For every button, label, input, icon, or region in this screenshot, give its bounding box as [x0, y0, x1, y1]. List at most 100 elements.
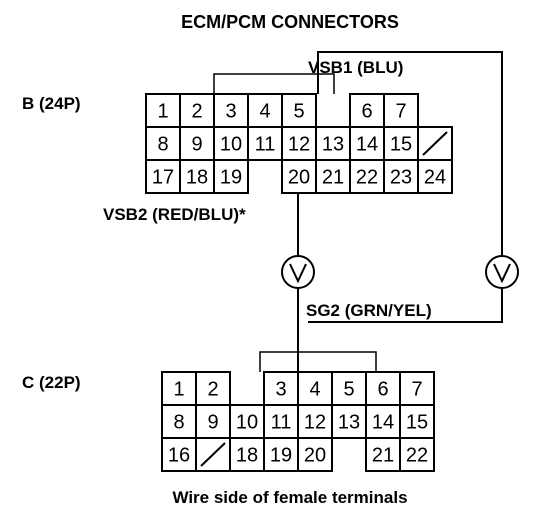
connector-b-pin-22: 22: [356, 167, 378, 189]
connector-b-cell-r3c5: 20: [281, 159, 317, 194]
connector-c-pin-13: 13: [338, 412, 360, 434]
connector-c-pin-9: 9: [207, 412, 218, 434]
sg2-wire-label: SG2 (GRN/YEL): [306, 301, 432, 320]
connector-c-cell-r1c6: 5: [331, 371, 367, 406]
connector-b-cell-r2c5: 12: [281, 126, 317, 161]
connector-c-cell-r1c4: 3: [263, 371, 299, 406]
connector-c-label: C (22P): [22, 373, 81, 392]
connector-b-pin-24: 24: [424, 167, 446, 189]
connector-b-cell-r2c3: 10: [213, 126, 249, 161]
connector-c-pin-19: 19: [270, 445, 292, 467]
connector-b-pin-13: 13: [322, 134, 344, 156]
connector-c-cell-r3c5: 20: [297, 437, 333, 472]
connector-b-pin-18: 18: [186, 167, 208, 189]
connector-c-pin-11: 11: [271, 412, 292, 434]
connector-b-pin-10: 10: [220, 134, 242, 156]
connector-c-pin-7: 7: [411, 379, 422, 401]
connector-b-cell-r2c4: 11: [247, 126, 283, 161]
connector-c-pin-12: 12: [304, 412, 326, 434]
voltmeter-right: [485, 255, 519, 289]
connector-c-pin-10: 10: [236, 412, 258, 434]
connector-b-pin-19: 19: [220, 167, 242, 189]
connector-b-pin-1: 1: [157, 101, 168, 123]
connector-b-cell-r2c9: [417, 126, 453, 161]
connector-c-cell-r2c6: 13: [331, 404, 367, 439]
connector-b-pin-8: 8: [157, 134, 168, 156]
connector-b-pin-11: 11: [255, 134, 276, 156]
vsb2-wire-label: VSB2 (RED/BLU)*: [103, 205, 246, 224]
connector-c-cell-r3c2: [195, 437, 231, 472]
connector-c-cell-r3c8: 22: [399, 437, 435, 472]
connector-b-cell-r3c9: 24: [417, 159, 453, 194]
connector-c-cell-r2c7: 14: [365, 404, 401, 439]
connector-b-cell-r2c7: 14: [349, 126, 385, 161]
connector-b-pin-23: 23: [390, 167, 412, 189]
connector-b-cell-r3c3: 19: [213, 159, 249, 194]
connector-c-pin-21: 21: [372, 445, 394, 467]
connector-c-pin-18: 18: [236, 445, 258, 467]
wire-layer: [297, 51, 503, 372]
connector-c-cell-r1c5: 4: [297, 371, 333, 406]
connector-b-pin-17: 17: [152, 167, 174, 189]
connector-c-pin-5: 5: [343, 379, 354, 401]
connector-b-cell-r2c8: 15: [383, 126, 419, 161]
connector-b-cell-r1c1: 1: [145, 93, 181, 128]
connector-c-pin-6: 6: [377, 379, 388, 401]
connector-b-pin-4: 4: [259, 101, 270, 123]
connector-b-pin-12: 12: [288, 134, 310, 156]
connector-b-pin-20: 20: [288, 167, 310, 189]
connector-b-cell-r1c5: 5: [281, 93, 317, 128]
connector-c-cell-r3c4: 19: [263, 437, 299, 472]
connector-c-cell-r2c1: 8: [161, 404, 197, 439]
connector-c-pin-2: 2: [207, 379, 218, 401]
connector-b-cell-r3c1: 17: [145, 159, 181, 194]
diagram-title: ECM/PCM CONNECTORS: [181, 12, 399, 32]
connector-b-pin-14: 14: [356, 134, 378, 156]
connector-c-cell-r3c7: 21: [365, 437, 401, 472]
connector-b-lock-frame: [213, 73, 335, 94]
connector-c-cell-r2c4: 11: [263, 404, 299, 439]
sg2-wire: [308, 288, 503, 323]
connector-c-cell-r1c7: 6: [365, 371, 401, 406]
connector-c-pin-4: 4: [309, 379, 320, 401]
connector-c-cell-r2c2: 9: [195, 404, 231, 439]
connector-b-pin-3: 3: [225, 101, 236, 123]
connector-c-pin-3: 3: [275, 379, 286, 401]
voltmeter-left: [281, 255, 315, 289]
connector-b-cell-r1c7: 6: [349, 93, 385, 128]
connector-b-cell-r2c1: 8: [145, 126, 181, 161]
connector-b-cell-r2c2: 9: [179, 126, 215, 161]
footer-caption: Wire side of female terminals: [172, 488, 407, 507]
connector-b-cell-r2c6: 13: [315, 126, 351, 161]
connector-c-cell-r1c2: 2: [195, 371, 231, 406]
connector-b-cell-r3c6: 21: [315, 159, 351, 194]
connector-c-cell-r2c8: 15: [399, 404, 435, 439]
connector-c-pin-22: 22: [406, 445, 428, 467]
connector-c-cell-r1c8: 7: [399, 371, 435, 406]
connector-b-label: B (24P): [22, 94, 81, 113]
connector-c-lock-frame: [259, 351, 377, 372]
connector-c-pin-1: 1: [173, 379, 184, 401]
vsb1-wire-label: VSB1 (BLU): [308, 58, 403, 77]
connector-b-cell-r3c8: 23: [383, 159, 419, 194]
connector-c-cell-r2c3: 10: [229, 404, 265, 439]
connector-b-cell-r3c2: 18: [179, 159, 215, 194]
connector-b-pin-6: 6: [361, 101, 372, 123]
connector-c-pin-15: 15: [406, 412, 428, 434]
connector-c-pin-8: 8: [173, 412, 184, 434]
connector-b-pin-9: 9: [191, 134, 202, 156]
connector-b-cell-r1c2: 2: [179, 93, 215, 128]
connector-b-cell-r1c3: 3: [213, 93, 249, 128]
connector-b-cell-r1c8: 7: [383, 93, 419, 128]
connector-c-cell-r2c5: 12: [297, 404, 333, 439]
vsb1-wire: [317, 51, 503, 256]
connector-c-pin-14: 14: [372, 412, 394, 434]
connector-b-cell-r1c4: 4: [247, 93, 283, 128]
connector-c-pin-20: 20: [304, 445, 326, 467]
connector-b-cell-r3c7: 22: [349, 159, 385, 194]
connector-b-pin-21: 21: [322, 167, 344, 189]
connector-c-cell-r1c1: 1: [161, 371, 197, 406]
